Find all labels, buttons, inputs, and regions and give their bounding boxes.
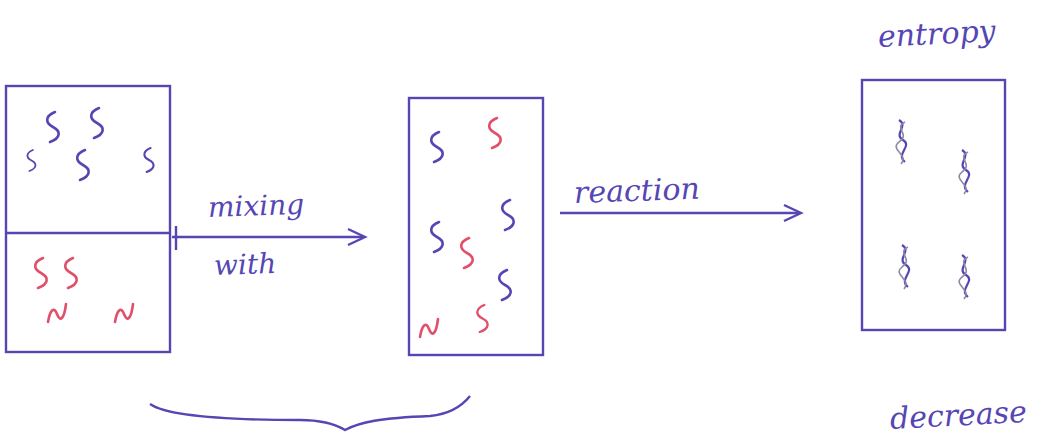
molecule bbox=[47, 112, 58, 142]
molecule bbox=[431, 222, 442, 252]
process-arrow bbox=[172, 236, 364, 238]
handwritten-label: with bbox=[214, 250, 277, 280]
handwritten-label: mixing bbox=[208, 191, 305, 222]
arrow-head bbox=[784, 205, 801, 221]
molecule bbox=[461, 238, 472, 268]
process-arrow bbox=[560, 212, 800, 214]
container-box bbox=[6, 86, 170, 352]
red-molecules bbox=[420, 118, 501, 337]
blue-molecules bbox=[431, 132, 513, 300]
tick-mark bbox=[175, 226, 177, 250]
brace bbox=[150, 396, 470, 430]
product-molecule bbox=[959, 255, 969, 299]
molecule bbox=[477, 305, 487, 332]
molecule bbox=[27, 150, 35, 171]
container-box bbox=[862, 80, 1005, 330]
handwritten-label: reaction bbox=[573, 174, 700, 208]
product-molecule bbox=[896, 120, 906, 164]
molecule bbox=[144, 148, 153, 172]
molecule bbox=[65, 258, 76, 288]
molecule bbox=[35, 258, 46, 288]
divider-line bbox=[6, 232, 170, 234]
red-molecules bbox=[35, 258, 133, 322]
molecule bbox=[489, 118, 500, 148]
blue-molecules bbox=[27, 108, 153, 180]
handwritten-label: decrease bbox=[889, 397, 1027, 434]
molecule bbox=[502, 200, 513, 230]
container-box bbox=[409, 98, 543, 355]
molecule bbox=[115, 304, 133, 322]
product-molecule bbox=[959, 150, 969, 194]
arrow-head bbox=[348, 229, 365, 245]
molecule bbox=[77, 150, 88, 180]
molecule bbox=[431, 132, 442, 162]
molecule bbox=[420, 319, 438, 337]
molecule bbox=[499, 270, 510, 300]
molecule bbox=[91, 108, 102, 138]
product-molecule bbox=[899, 245, 909, 289]
molecule bbox=[48, 304, 66, 322]
handwritten-label: entropy bbox=[877, 16, 996, 52]
